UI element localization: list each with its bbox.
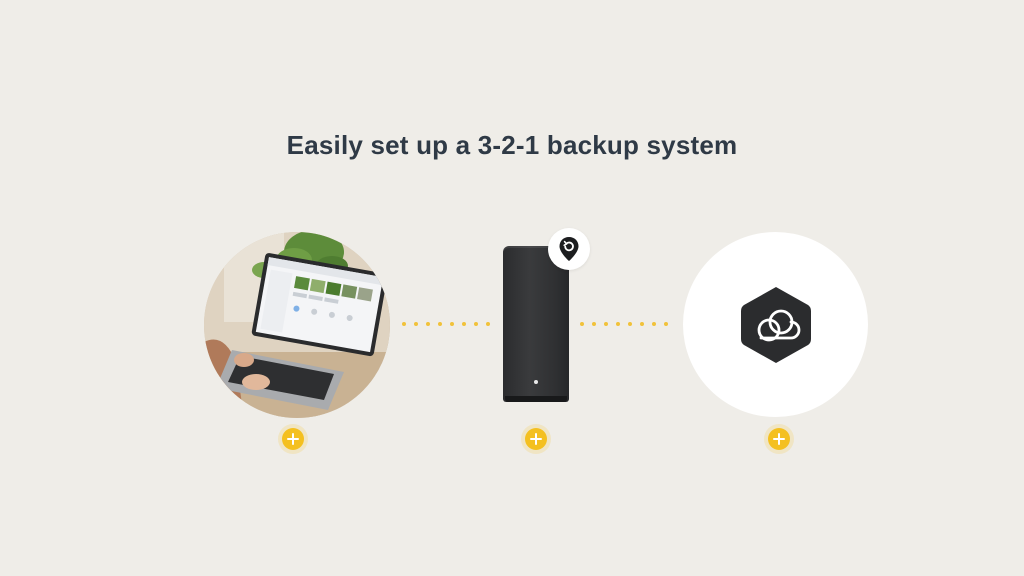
plus-icon xyxy=(530,433,542,445)
cloud-expand-button[interactable] xyxy=(768,428,790,450)
restore-location-icon xyxy=(548,228,590,270)
connector-dots-left xyxy=(402,321,490,327)
nas-base xyxy=(505,396,567,402)
nas-device xyxy=(503,246,569,402)
connector-dots-right xyxy=(580,321,668,327)
laptop-expand-button[interactable] xyxy=(282,428,304,450)
cloud-service xyxy=(683,232,868,417)
nas-expand-button[interactable] xyxy=(525,428,547,450)
plus-icon xyxy=(773,433,785,445)
plus-icon xyxy=(287,433,299,445)
laptop-photo xyxy=(204,232,390,418)
cloud-hexagon-icon xyxy=(740,286,811,363)
nas-status-led xyxy=(534,380,538,384)
page-title: Easily set up a 3-2-1 backup system xyxy=(286,130,738,160)
